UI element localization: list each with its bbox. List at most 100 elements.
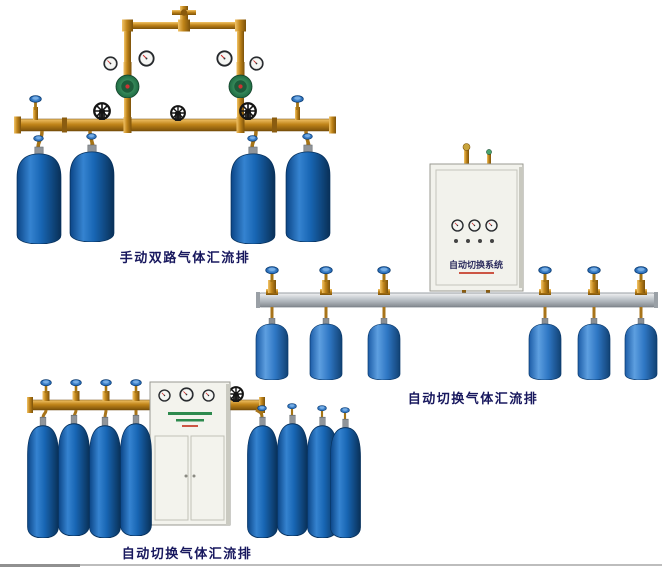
cabinet-knob: [478, 239, 482, 243]
valve-body: [42, 391, 50, 401]
cylinder-station: [624, 266, 658, 380]
pipe-coupling: [62, 117, 67, 133]
cylinder-valve-knob-icon: [340, 407, 350, 419]
elbow-fitting-left: [122, 19, 133, 32]
pressure-gauge-icon: [158, 389, 171, 402]
gas-cylinder: [255, 318, 289, 380]
caption-auto-switch-floor-manifold: 自动切换气体汇流排: [121, 546, 253, 561]
drop-pipe-right: [237, 31, 244, 63]
control-cabinet-wall: 自动切换系统: [429, 143, 524, 292]
cabinet-label: 自动切换系统: [449, 259, 503, 270]
gas-cylinder: [16, 146, 62, 244]
cabinet-sublabel-line: [459, 272, 494, 274]
gas-cylinder: [119, 414, 153, 536]
valve-body: [268, 280, 276, 293]
gas-cylinder: [329, 418, 362, 538]
cabinet-top-valve: [486, 149, 492, 155]
cylinder-station: [255, 266, 289, 380]
gas-cylinder: [57, 414, 91, 536]
gas-cylinder: [88, 416, 122, 538]
valve-handwheel-icon: [239, 102, 257, 120]
manifold-pipe-aluminum: [257, 292, 657, 308]
gas-cylinder: [26, 416, 60, 538]
regulator-outlet-pipe: [124, 98, 131, 122]
gas-cylinder: [285, 144, 331, 242]
cylinder-valve-knob-icon: [86, 133, 97, 146]
valve-body: [637, 280, 645, 293]
valve-knob-icon: [265, 266, 279, 282]
gas-cylinder: [624, 318, 658, 380]
gas-cylinder: [276, 414, 309, 536]
valve-body: [380, 280, 388, 293]
control-cabinet-floor: [149, 381, 231, 526]
valve-knob-icon: [70, 379, 82, 393]
auto-switch-floor-manifold-illustration: [26, 379, 362, 538]
cabinet-pipe-connector: [486, 290, 490, 295]
regulator-stem: [123, 62, 132, 76]
valve-body: [132, 391, 140, 401]
pressure-gauge-icon: [485, 219, 498, 232]
cabinet-top-fitting: [464, 148, 469, 166]
pipe-tee-block: [236, 117, 245, 133]
cylinder-valve-knob-icon: [317, 405, 327, 417]
gas-cylinder: [367, 318, 401, 380]
pressure-gauge-icon: [468, 219, 481, 232]
valve-stub: [295, 107, 300, 120]
pipe-end-cap-left: [256, 292, 260, 308]
valve-knob-icon: [291, 95, 304, 110]
cylinder-valve-knob-icon: [247, 135, 258, 148]
valve-knob-icon: [634, 266, 648, 282]
valve-knob-icon: [100, 379, 112, 393]
pressure-regulator-left: [103, 50, 155, 122]
valve-knob-icon: [538, 266, 552, 282]
cabinet-knob: [466, 239, 470, 243]
valve-handwheel-icon: [93, 102, 111, 120]
pipe-end-cap-right: [654, 292, 658, 308]
connection-hose: [41, 409, 48, 419]
cylinder-station: [367, 266, 401, 380]
cylinder-valve-knob-icon: [33, 135, 44, 148]
pressure-gauge-icon: [249, 56, 264, 71]
valve-knob-icon: [40, 379, 52, 393]
regulator-stem: [236, 62, 245, 76]
gas-cylinder: [69, 144, 115, 242]
cylinder-station: [309, 266, 343, 380]
gas-cylinder: [246, 416, 279, 538]
pipe-end-cap-left: [27, 397, 33, 413]
valve-body: [102, 391, 110, 401]
auto-switch-wall-manifold-illustration: 自动切换系统: [255, 143, 658, 380]
cabinet-door-right: [190, 435, 225, 521]
valve-handwheel-icon: [170, 105, 186, 121]
pipe-coupling: [272, 117, 277, 133]
pressure-gauge-icon: [179, 387, 194, 402]
pressure-gauge-icon: [216, 50, 233, 67]
regulator-body: [228, 74, 253, 99]
cabinet-door-panel: [435, 169, 518, 286]
cabinet-pipe-connector: [462, 290, 466, 295]
cabinet-top-fitting: [487, 154, 491, 166]
gas-cylinder: [528, 318, 562, 380]
cabinet-label-line: [168, 412, 212, 415]
pipe-end-cap-left: [14, 116, 21, 134]
gas-cylinder: [577, 318, 611, 380]
drop-pipe-left: [124, 31, 131, 63]
elbow-fitting-right: [235, 19, 246, 32]
valve-handwheel-icon: [228, 386, 244, 402]
cylinder-valve-knob-icon: [302, 133, 313, 146]
top-fitting-nut: [180, 9, 188, 16]
valve-knob-icon: [29, 95, 42, 110]
valve-knob-icon: [587, 266, 601, 282]
pipe-end-cap-right: [329, 116, 336, 134]
valve-knob-icon: [377, 266, 391, 282]
valve-body: [541, 280, 549, 293]
pressure-gauge-icon: [138, 50, 155, 67]
page-bottom-border: [0, 564, 662, 566]
caption-auto-switch-wall-manifold: 自动切换气体汇流排: [407, 391, 539, 406]
tee-fitting: [178, 19, 190, 32]
gas-cylinder: [309, 318, 343, 380]
cabinet-body: [149, 381, 231, 526]
cylinder-valve-knob-icon: [287, 403, 297, 415]
cabinet-side-shade: [519, 167, 523, 288]
